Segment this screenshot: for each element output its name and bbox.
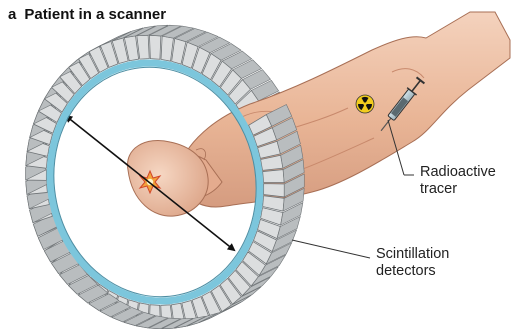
detector-leader-line (292, 240, 370, 258)
detectors-label-line-1: Scintillation (376, 246, 449, 263)
tracer-label-line-2: tracer (420, 181, 496, 198)
detector-block (264, 184, 285, 197)
detector-block (161, 36, 174, 61)
detector-block (137, 35, 149, 59)
tracer-label: Radioactive tracer (420, 164, 496, 198)
detector-block (149, 35, 160, 59)
detectors-label-line-2: detectors (376, 263, 449, 280)
radiation-symbol-icon (356, 95, 374, 113)
detectors-label: Scintillation detectors (376, 246, 449, 280)
tracer-label-line-1: Radioactive (420, 164, 496, 181)
detector-block (263, 170, 285, 183)
